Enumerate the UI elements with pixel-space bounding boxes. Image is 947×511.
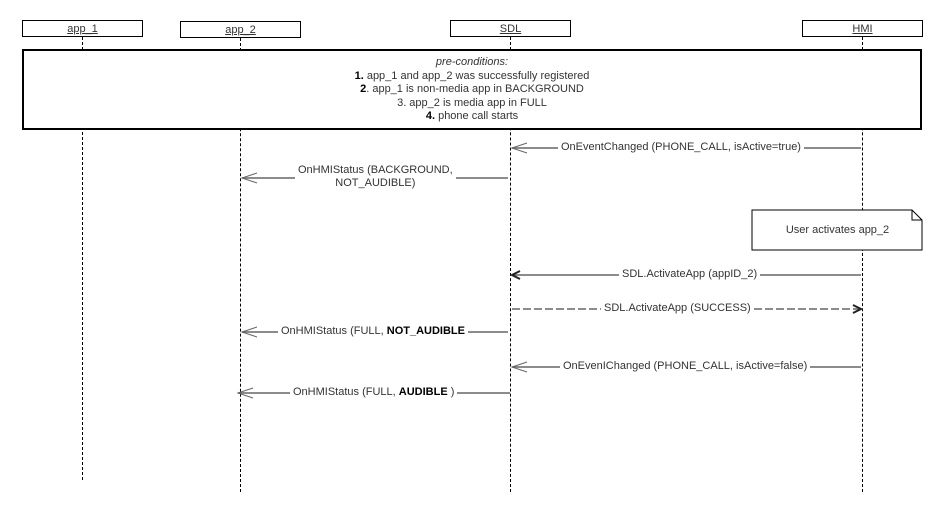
lifeline-hmi: [862, 37, 863, 492]
item-number: 4.: [425, 110, 436, 122]
label-bold: NOT_AUDIBLE: [386, 325, 465, 337]
item-text: phone call starts: [435, 110, 519, 122]
label-bold: AUDIBLE: [398, 386, 448, 398]
precondition-item-3: 3. app_2 is media app in FULL: [24, 97, 920, 111]
label-prefix: OnHMIStatus (FULL,: [293, 386, 399, 398]
precondition-item-4: 4. phone call starts: [24, 110, 920, 124]
participant-label: SDL: [499, 23, 522, 35]
item-text: app_1 and app_2 was successfully registe…: [363, 69, 590, 82]
message-label-7: OnHMIStatus (FULL, AUDIBLE ): [290, 386, 458, 399]
item-number: 1.: [354, 69, 364, 82]
label-line-2: NOT_AUDIBLE): [335, 177, 416, 189]
participant-app-2: app_2: [180, 21, 301, 38]
item-number: 3. app_2 is media app in FULL: [397, 96, 547, 109]
precondition-item-2: 2. app_1 is non-media app in BACKGROUND: [24, 83, 920, 97]
participant-label: app_1: [67, 23, 98, 35]
lifeline-sdl: [510, 37, 511, 492]
message-label-4: SDL.ActivateApp (SUCCESS): [601, 302, 754, 315]
message-label-6: OnEvenIChanged (PHONE_CALL, isActive=fal…: [560, 360, 811, 373]
preconditions-title: pre-conditions:: [435, 56, 509, 68]
participant-label: app_2: [225, 24, 256, 36]
lifeline-app-2: [240, 38, 241, 492]
participant-app-1: app_1: [22, 20, 143, 37]
message-arrow-4: [512, 304, 864, 314]
label-line-1: OnHMIStatus (BACKGROUND,: [298, 164, 453, 176]
participant-sdl: SDL: [450, 20, 571, 37]
item-text: . app_1 is non-media app in BACKGROUND: [366, 83, 584, 95]
message-label-2: OnHMIStatus (BACKGROUND, NOT_AUDIBLE): [295, 164, 456, 190]
message-label-5: OnHMIStatus (FULL, NOT_AUDIBLE: [278, 325, 468, 338]
lifeline-app-1: [82, 37, 83, 480]
participant-hmi: HMI: [802, 20, 923, 37]
preconditions-box: pre-conditions: 1. app_1 and app_2 was s…: [22, 49, 922, 130]
note-shape: [751, 209, 923, 251]
message-label-1: OnEventChanged (PHONE_CALL, isActive=tru…: [558, 141, 804, 154]
note-user-activates: User activates app_2: [785, 224, 890, 236]
precondition-item-1: 1. app_1 and app_2 was successfully regi…: [24, 70, 920, 84]
label-suffix: ): [447, 386, 455, 398]
item-number: 2: [360, 83, 367, 95]
label-prefix: OnHMIStatus (FULL,: [281, 325, 387, 337]
participant-label: HMI: [852, 23, 873, 35]
message-label-3: SDL.ActivateApp (appID_2): [619, 268, 761, 281]
